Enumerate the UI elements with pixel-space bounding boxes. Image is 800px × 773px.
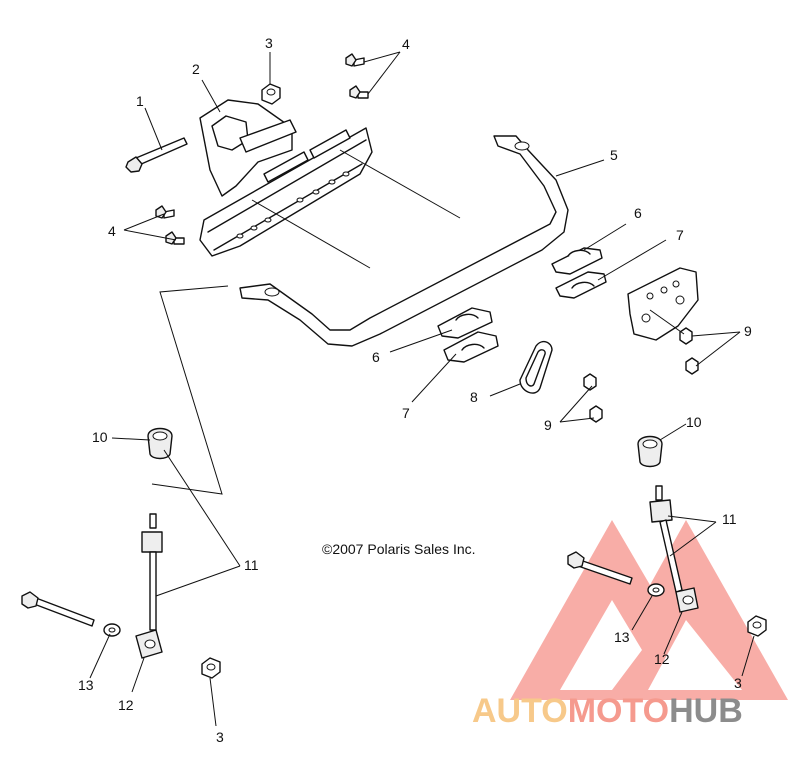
bushing-lower-part-7-left — [443, 331, 499, 363]
callout-3-bottom-left: 3 — [216, 729, 224, 745]
callout-13-left: 13 — [78, 677, 94, 693]
callout-10-right: 10 — [686, 414, 702, 430]
callout-11-left: 11 — [244, 557, 259, 573]
nut-part-3-bottom-right — [747, 615, 767, 637]
long-bolt-left — [21, 591, 95, 627]
clamp-part-8 — [519, 340, 553, 394]
long-bolt-right — [567, 551, 633, 585]
callout-3-top: 3 — [265, 35, 273, 51]
nuts-part-9 — [583, 327, 699, 423]
callout-2: 2 — [192, 61, 200, 77]
link-part-11-left — [141, 513, 163, 631]
watermark-word-auto: AUTO — [472, 692, 568, 730]
callout-7-right: 7 — [676, 227, 684, 243]
bushing-lower-part-7-right — [555, 271, 607, 299]
stabilizer-bar-part-5 — [239, 135, 569, 347]
callout-8: 8 — [470, 389, 478, 405]
callout-12-left: 12 — [118, 697, 134, 713]
copyright-notice: ©2007 Polaris Sales Inc. — [322, 541, 476, 557]
leader-lines — [89, 51, 755, 727]
small-bolts-part-4 — [155, 53, 369, 245]
watermark-triangle — [510, 520, 788, 700]
mounting-bracket-part-2 — [199, 99, 373, 257]
rubber-mount-part-10-right — [637, 435, 663, 468]
callout-11-right: 11 — [722, 511, 737, 527]
callout-1: 1 — [136, 93, 144, 109]
callout-labels: 1 2 3 4 4 5 6 6 7 7 8 9 9 10 10 11 11 12… — [78, 35, 752, 745]
watermark-wordmark: AUTOMOTOHUB — [472, 692, 743, 730]
watermark-word-moto: MOTO — [568, 692, 669, 730]
nut-part-3-bottom-left — [201, 657, 221, 679]
nut-part-3-top — [261, 83, 281, 105]
bracket-plate-right — [627, 267, 699, 341]
bolt-part-1 — [125, 137, 188, 173]
callout-4-left: 4 — [108, 223, 116, 239]
washer-part-13-right — [647, 583, 665, 597]
callout-9-lower: 9 — [544, 417, 552, 433]
watermark-logo — [510, 520, 788, 700]
watermark-word-hub: HUB — [669, 692, 743, 730]
svg-text:AUTOMOTOHUB: AUTOMOTOHUB — [472, 692, 743, 730]
callout-7-left: 7 — [402, 405, 410, 421]
end-bushing-part-12-right — [675, 587, 699, 613]
rubber-mount-part-10-left — [147, 427, 173, 460]
callout-10-left: 10 — [92, 429, 108, 445]
callout-6-left: 6 — [372, 349, 380, 365]
callout-9-right: 9 — [744, 323, 752, 339]
callout-5: 5 — [610, 147, 618, 163]
end-bushing-part-12-left — [135, 629, 163, 659]
washer-part-13-left — [103, 623, 121, 637]
callout-13-right: 13 — [614, 629, 630, 645]
bushing-upper-part-6-right — [551, 247, 603, 275]
callout-4-top: 4 — [402, 36, 410, 52]
callout-12-right: 12 — [654, 651, 670, 667]
callout-3-bottom-right: 3 — [734, 675, 742, 691]
callout-6-right: 6 — [634, 205, 642, 221]
